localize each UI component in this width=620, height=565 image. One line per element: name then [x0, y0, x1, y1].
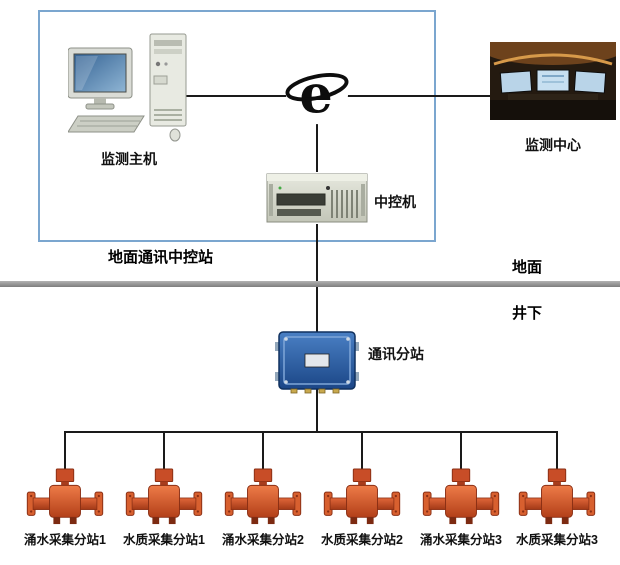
flow-sensor-icon — [26, 468, 104, 525]
monitoring-center-node: 监测中心 — [481, 31, 620, 155]
control-room-image — [481, 31, 620, 120]
monitoring-host-node: 监测主机 — [67, 32, 190, 169]
internet-icon: e — [285, 61, 349, 125]
device-label: 涌水采集分站3 — [420, 533, 502, 547]
ground-station-boundary — [38, 10, 436, 242]
device-label: 水质采集分站2 — [321, 533, 403, 547]
flow-sensor-icon — [224, 468, 302, 525]
device-node: 涌水采集分站1 — [17, 468, 113, 548]
surface-label: 地面 — [512, 259, 543, 276]
device-node: 水质采集分站2 — [314, 468, 410, 548]
device-node: 水质采集分站1 — [116, 468, 212, 548]
comm-substation-label: 通讯分站 — [368, 346, 424, 362]
device-node: 涌水采集分站2 — [215, 468, 311, 548]
flow-sensor-icon — [518, 468, 596, 525]
flow-sensor-icon — [422, 468, 500, 525]
monitoring-center-label: 监测中心 — [525, 137, 581, 153]
flow-sensor-icon — [125, 468, 203, 525]
central-controller-node — [265, 166, 369, 231]
device-label: 涌水采集分站1 — [24, 533, 106, 547]
surface-divider — [0, 281, 620, 287]
device-node: 水质采集分站3 — [509, 468, 605, 548]
monitoring-host-label: 监测主机 — [101, 151, 157, 167]
rack-server-icon — [266, 173, 368, 223]
junction-box-icon — [275, 331, 359, 394]
underground-label: 井下 — [512, 305, 543, 322]
internet-node: e — [283, 60, 351, 133]
desktop-computer-icon — [67, 33, 187, 142]
device-label: 水质采集分站1 — [123, 533, 205, 547]
device-node: 涌水采集分站3 — [413, 468, 509, 548]
device-label: 涌水采集分站2 — [222, 533, 304, 547]
central-controller-label: 中控机 — [374, 194, 416, 210]
flow-sensor-icon — [323, 468, 401, 525]
ground-station-label: 地面通讯中控站 — [108, 249, 214, 266]
device-label: 水质采集分站3 — [516, 533, 598, 547]
comm-substation-node — [275, 330, 359, 399]
